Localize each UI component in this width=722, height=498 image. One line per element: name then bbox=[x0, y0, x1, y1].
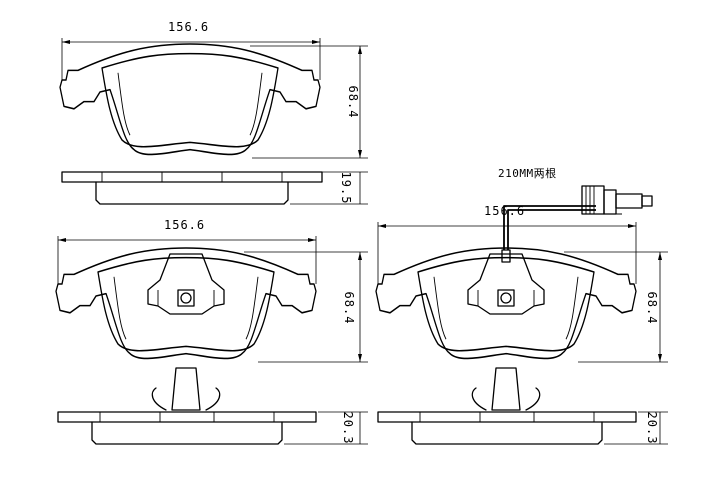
bottom-right-width-label: 156.6 bbox=[484, 204, 525, 218]
top-width-label: 156.6 bbox=[168, 20, 209, 34]
bottom-right-width-dimension: 156.6 bbox=[377, 204, 637, 284]
bottom-right-height-dimension: 68.4 bbox=[564, 251, 668, 363]
top-pad-front bbox=[59, 43, 321, 156]
top-thickness-dimension: 19.5 bbox=[290, 172, 368, 205]
bottom-right-pad-front bbox=[375, 247, 637, 360]
top-thickness-label: 19.5 bbox=[339, 172, 353, 205]
bottom-left-thickness-label: 20.3 bbox=[341, 412, 355, 445]
top-height-dimension: 68.4 bbox=[250, 45, 368, 159]
sensor-length-note: 210MM两根 bbox=[498, 166, 557, 180]
top-width-dimension: 156.6 bbox=[61, 20, 321, 80]
bottom-left-pad-side bbox=[57, 367, 317, 445]
wear-sensor-wire bbox=[501, 185, 653, 263]
bottom-left-thickness-dimension: 20.3 bbox=[284, 412, 368, 445]
bottom-right-thickness-label: 20.3 bbox=[645, 412, 659, 445]
top-height-label: 68.4 bbox=[346, 86, 360, 119]
bottom-left-height-label: 68.4 bbox=[342, 292, 356, 325]
bottom-right-pad-side bbox=[377, 367, 637, 445]
bottom-left-width-label: 156.6 bbox=[164, 218, 205, 232]
bottom-left-pad-front bbox=[55, 247, 317, 360]
bottom-right-thickness-dimension: 20.3 bbox=[604, 412, 668, 445]
top-pad-side bbox=[61, 171, 323, 205]
bottom-left-width-dimension: 156.6 bbox=[57, 218, 317, 284]
bottom-right-height-label: 68.4 bbox=[645, 292, 659, 325]
bottom-left-height-dimension: 68.4 bbox=[244, 251, 368, 363]
